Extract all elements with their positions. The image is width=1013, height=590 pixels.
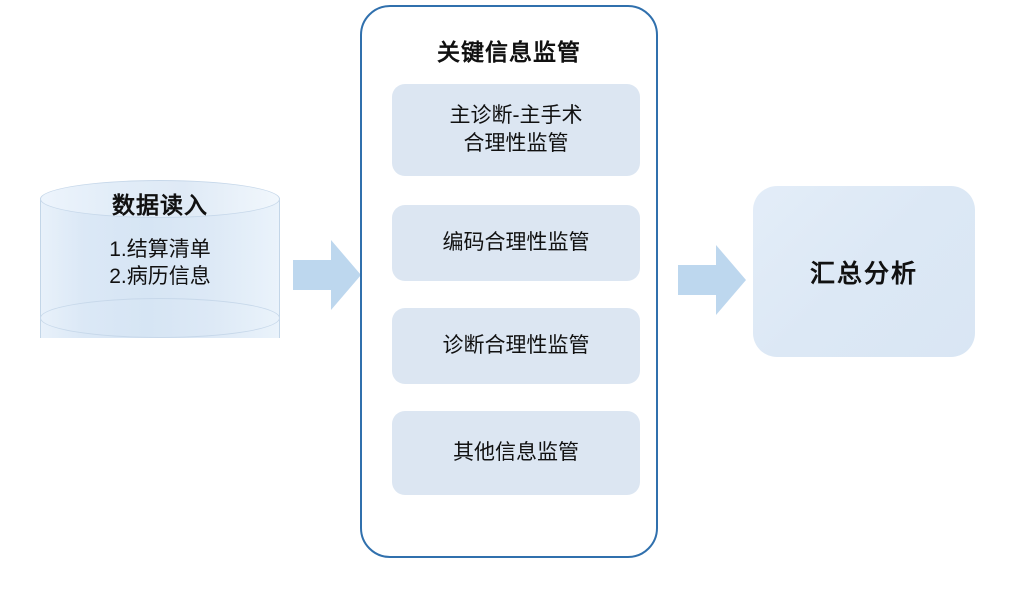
summary-analysis-box[interactable]: 汇总分析 — [753, 186, 975, 357]
cylinder-top-ellipse — [40, 180, 280, 218]
supervision-box-label-line-1: 主诊断-主手术 — [449, 103, 583, 127]
supervision-box-label-group: 主诊断-主手术 合理性监管 — [450, 102, 583, 159]
supervision-box-main-diagnosis-procedure[interactable]: 主诊断-主手术 合理性监管 — [392, 84, 640, 176]
supervision-box-other-info[interactable]: 其他信息监管 — [392, 411, 640, 495]
flow-arrow-1-icon — [293, 240, 361, 310]
supervision-box-label: 编码合理性监管 — [442, 230, 590, 254]
cylinder-bottom-ellipse — [40, 298, 280, 338]
supervision-box-label-line-2: 合理性监管 — [463, 132, 569, 155]
supervision-box-diagnosis[interactable]: 诊断合理性监管 — [392, 308, 640, 384]
data-source-cylinder[interactable]: 数据读入 1.结算清单 2.病历信息 — [40, 180, 280, 356]
data-source-title: 数据读入 — [112, 192, 208, 218]
data-source-item-2: 2.病历信息 — [109, 265, 211, 289]
supervision-box-coding[interactable]: 编码合理性监管 — [392, 205, 640, 281]
summary-analysis-label: 汇总分析 — [809, 259, 918, 288]
cylinder-text-group: 数据读入 1.结算清单 2.病历信息 — [40, 180, 280, 356]
supervision-box-label: 诊断合理性监管 — [442, 333, 590, 357]
flow-arrow-2-icon — [678, 245, 746, 315]
supervision-box-label: 其他信息监管 — [453, 440, 579, 464]
data-source-item-1: 1.结算清单 — [109, 237, 211, 261]
panel-title: 关键信息监管 — [437, 39, 581, 65]
data-source-item-list: 1.结算清单 2.病历信息 — [109, 236, 211, 291]
